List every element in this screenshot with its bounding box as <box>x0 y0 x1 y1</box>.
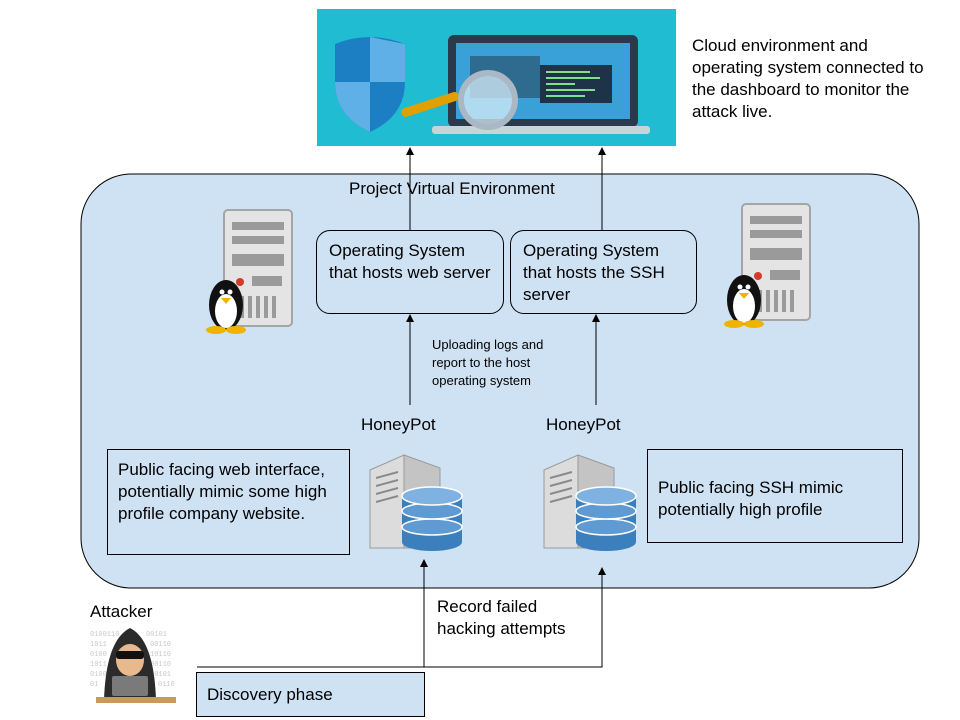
os-ssh-server-box: Operating System that hosts the SSH serv… <box>510 230 697 314</box>
svg-text:01: 01 <box>90 681 98 689</box>
svg-text:00110: 00110 <box>150 661 171 669</box>
svg-text:1011: 1011 <box>90 641 107 649</box>
svg-text:0100: 0100 <box>90 651 107 659</box>
linux-server-icon <box>724 203 811 328</box>
cloud-note: Cloud environment and operating system c… <box>692 36 924 121</box>
svg-text:10110: 10110 <box>150 651 171 659</box>
environment-label: Project Virtual Environment <box>349 179 555 198</box>
svg-text:00110: 00110 <box>150 641 171 649</box>
svg-text:1011: 1011 <box>90 661 107 669</box>
attacker-label: Attacker <box>90 602 153 621</box>
discovery-phase-box: Discovery phase <box>196 672 425 717</box>
record-note: Record failed hacking attempts <box>437 597 566 638</box>
os-web-server-box: Operating System that hosts web server <box>316 230 504 314</box>
arrow-discovery-to-honeypot-right <box>424 567 606 668</box>
svg-text:00101: 00101 <box>146 631 167 639</box>
honeypot-left-label: HoneyPot <box>361 415 436 434</box>
upload-logs-note: Uploading logs and report to the host op… <box>432 337 544 388</box>
hacker-icon: 0100110 00101 1011 00110 0100 10110 1011 001… <box>90 628 176 703</box>
svg-text:0100: 0100 <box>90 671 107 679</box>
svg-text:0110: 0110 <box>158 681 175 689</box>
web-interface-note-box: Public facing web interface, potentially… <box>107 449 350 555</box>
honeypot-server-database-icon <box>369 454 463 551</box>
svg-text:0100110: 0100110 <box>90 631 119 639</box>
svg-text:10101: 10101 <box>150 671 171 679</box>
arrow-discovery-to-honeypot-left <box>197 559 428 668</box>
honeypot-server-database-icon <box>543 454 637 551</box>
dashboard-shield-laptop-image <box>317 9 676 146</box>
ssh-note-box: Public facing SSH mimic potentially high… <box>647 449 903 543</box>
honeypot-right-label: HoneyPot <box>546 415 621 434</box>
linux-server-icon <box>206 209 293 334</box>
